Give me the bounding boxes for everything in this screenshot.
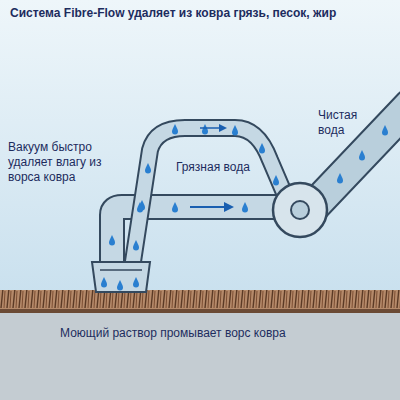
water-droplets [101,124,388,291]
title: Система Fibre-Flow удаляет из ковра гряз… [10,6,336,21]
wheel [273,183,327,237]
solution-note: Моющий раствор промывает ворс ковра [60,326,380,341]
carpet [0,290,400,312]
carpet-backing [0,309,400,313]
clean-water-label: Чистая вода [318,108,378,138]
nozzle-head [92,262,150,292]
vacuum-note: Вакуум быстро удаляет влагу из ворса ков… [8,140,126,185]
nozzle-line [100,269,142,271]
supply-hose [315,105,400,205]
floor [0,312,400,400]
dirty-water-label: Грязная вода [176,160,264,175]
wheel-hub [291,201,309,219]
